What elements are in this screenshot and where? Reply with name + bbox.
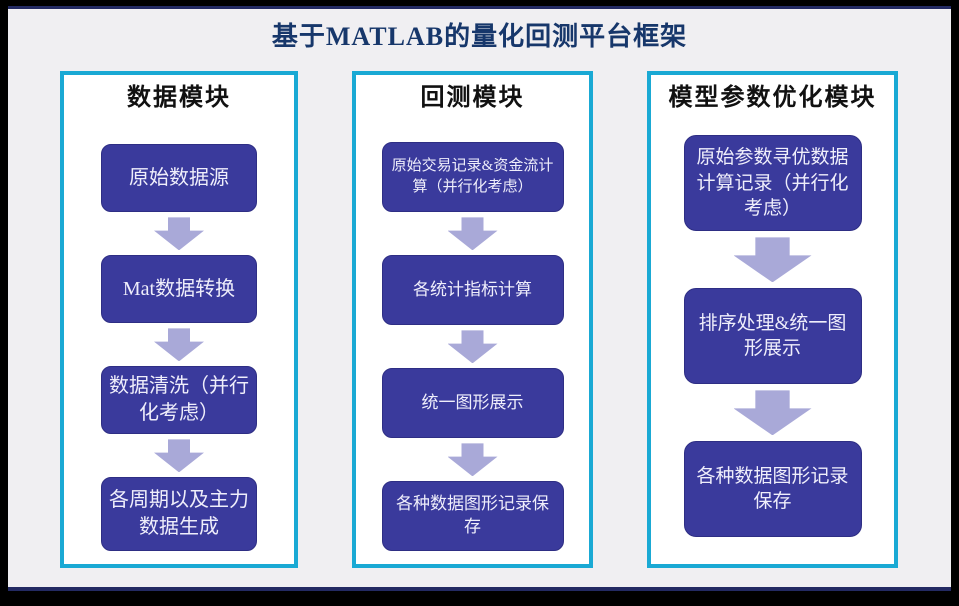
down-arrow-icon xyxy=(447,217,498,251)
module-panel-backtest: 回测模块 原始交易记录&资金流计算（并行化考虑） 各统计指标计算 统一图形展示 … xyxy=(352,71,593,568)
module-header-optimization: 模型参数优化模块 xyxy=(668,85,877,111)
flow-step-box: 原始数据源 xyxy=(101,144,257,213)
down-arrow-icon xyxy=(447,330,498,364)
flow-step-box: 各周期以及主力数据生成 xyxy=(101,477,257,552)
flow-step-box: 原始参数寻优数据计算记录（并行化考虑） xyxy=(683,135,862,232)
module-header-backtest: 回测模块 xyxy=(420,85,525,111)
flow-step-box: 数据清洗（并行化考虑） xyxy=(101,366,257,435)
flow-step-box: 各种数据图形记录保存 xyxy=(683,441,862,538)
flow-step-box: 原始交易记录&资金流计算（并行化考虑） xyxy=(381,142,564,213)
flow-step-box: Mat数据转换 xyxy=(101,255,257,324)
flow-step-box: 各种数据图形记录保存 xyxy=(381,481,564,552)
module-header-data: 数据模块 xyxy=(127,85,231,111)
down-arrow-icon xyxy=(733,237,812,283)
flow-data-module: 原始数据源 Mat数据转换 数据清洗（并行化考虑） 各周期以及主力数据生成 xyxy=(64,144,294,552)
flow-step-box: 排序处理&统一图形展示 xyxy=(683,288,862,385)
flow-step-box: 各统计指标计算 xyxy=(381,255,564,326)
down-arrow-icon xyxy=(154,217,204,251)
flow-backtest-module: 原始交易记录&资金流计算（并行化考虑） 各统计指标计算 统一图形展示 各种数据图… xyxy=(356,142,589,552)
slide-page: 基于MATLAB的量化回测平台框架 数据模块 原始数据源 Mat数据转换 数据清… xyxy=(8,6,951,591)
down-arrow-icon xyxy=(733,390,812,436)
flow-step-box: 统一图形展示 xyxy=(381,368,564,439)
flow-optimization-module: 原始参数寻优数据计算记录（并行化考虑） 排序处理&统一图形展示 各种数据图形记录… xyxy=(651,135,894,538)
module-panel-optimization: 模型参数优化模块 原始参数寻优数据计算记录（并行化考虑） 排序处理&统一图形展示… xyxy=(647,71,898,568)
down-arrow-icon xyxy=(447,443,498,477)
down-arrow-icon xyxy=(154,439,204,473)
module-panel-data: 数据模块 原始数据源 Mat数据转换 数据清洗（并行化考虑） 各周期以及主力数据… xyxy=(60,71,298,568)
down-arrow-icon xyxy=(154,328,204,362)
diagram-title: 基于MATLAB的量化回测平台框架 xyxy=(271,22,688,51)
